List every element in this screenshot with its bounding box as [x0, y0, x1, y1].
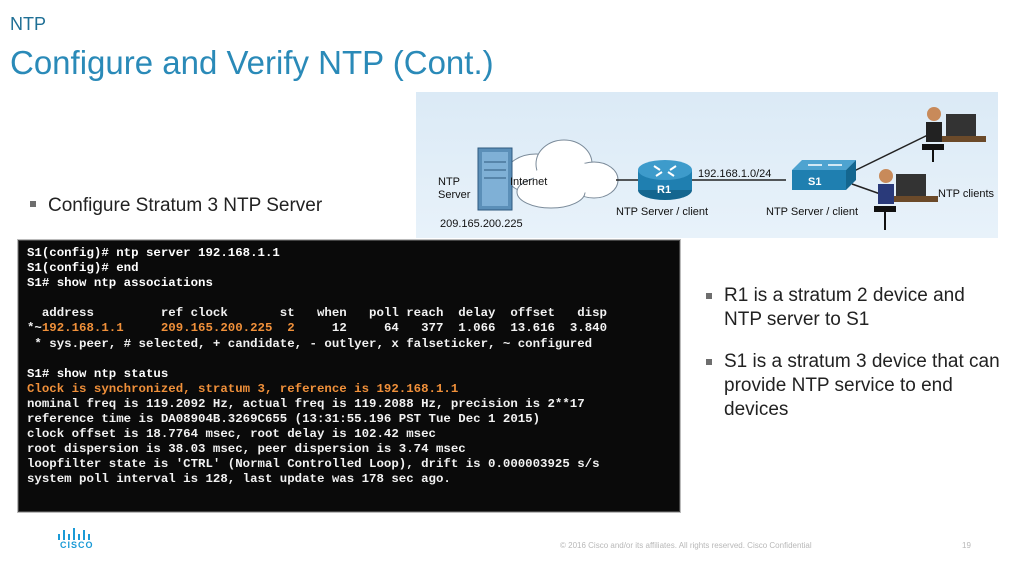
client-pc-1-icon	[922, 107, 986, 162]
section-label: NTP	[10, 14, 46, 34]
terminal-line: S1(config)# ntp server 192.168.1.1	[27, 246, 280, 260]
bullets-right: R1 is a stratum 2 device and NTP server …	[706, 284, 1006, 440]
terminal-line: root dispersion is 38.03 msec, peer disp…	[27, 442, 466, 457]
terminal-line: address ref clock st when poll reach del…	[27, 306, 607, 321]
bullet-square-icon	[706, 359, 712, 365]
s1-caption: NTP Server / client	[766, 206, 859, 218]
terminal-output: S1(config)# ntp server 192.168.1.1 S1(co…	[18, 240, 680, 512]
topology-diagram: NTP Server Internet 209.165.200.225 R1 N…	[416, 92, 998, 238]
terminal-line: system poll interval is 128, last update…	[27, 472, 451, 487]
terminal-line: *~192.168.1.1 209.165.200.225 2 12 64 37…	[27, 321, 608, 336]
cisco-logo-icon	[58, 528, 90, 540]
terminal-line: Clock is synchronized, stratum 3, refere…	[27, 381, 459, 396]
internet-label: Internet	[510, 176, 548, 188]
terminal-line: S1# show ntp status	[27, 366, 169, 381]
bullet-text: S1 is a stratum 3 device that can provid…	[724, 351, 1000, 420]
terminal-line: clock offset is 18.7764 msec, root delay…	[27, 427, 436, 442]
server-ip-label: 209.165.200.225	[440, 218, 523, 230]
clients-label: NTP clients	[938, 188, 995, 200]
s1-label: S1	[808, 176, 822, 188]
bullet-text: R1 is a stratum 2 device and NTP server …	[724, 285, 965, 330]
terminal-line: reference time is DA08904B.3269C655 (13:…	[27, 412, 541, 427]
slide-title: Configure and Verify NTP (Cont.)	[10, 44, 494, 81]
terminal-line: S1# show ntp associations	[27, 276, 213, 291]
internet-cloud-icon	[505, 139, 619, 209]
router-r1-icon	[638, 160, 692, 200]
topology-graphic	[477, 107, 986, 230]
cisco-logo-text: CISCO	[60, 540, 94, 550]
ntp-server-icon	[477, 147, 513, 211]
terminal-lines: S1(config)# ntp server 192.168.1.1 S1(co…	[27, 246, 607, 488]
bullet-square-icon	[30, 200, 36, 207]
terminal-line: S1(config)# end	[27, 261, 139, 276]
bullet-square-icon	[706, 293, 712, 299]
terminal-line: * sys.peer, # selected, + candidate, - o…	[27, 336, 593, 351]
footer-copyright: © 2016 Cisco and/or its affiliates. All …	[560, 541, 812, 550]
page-number: 19	[962, 541, 971, 550]
terminal-line: nominal freq is 119.2092 Hz, actual freq…	[27, 396, 585, 411]
client-pc-2-icon	[874, 169, 938, 230]
network-label: 192.168.1.0/24	[698, 168, 772, 180]
bullet-s1-stratum: S1 is a stratum 3 device that can provid…	[706, 350, 1006, 422]
r1-caption: NTP Server / client	[616, 206, 709, 218]
terminal-line: loopfilter state is 'CTRL' (Normal Contr…	[27, 457, 600, 472]
r1-label: R1	[657, 184, 672, 196]
link-s1-client1	[851, 131, 935, 173]
bullet-r1-stratum: R1 is a stratum 2 device and NTP server …	[706, 284, 1006, 332]
ntp-server-label: NTP Server	[438, 176, 471, 201]
switch-s1-icon	[792, 160, 856, 190]
bullet-text: Configure Stratum 3 NTP Server	[48, 195, 323, 216]
bullet-configure-stratum: Configure Stratum 3 NTP Server	[30, 195, 322, 217]
